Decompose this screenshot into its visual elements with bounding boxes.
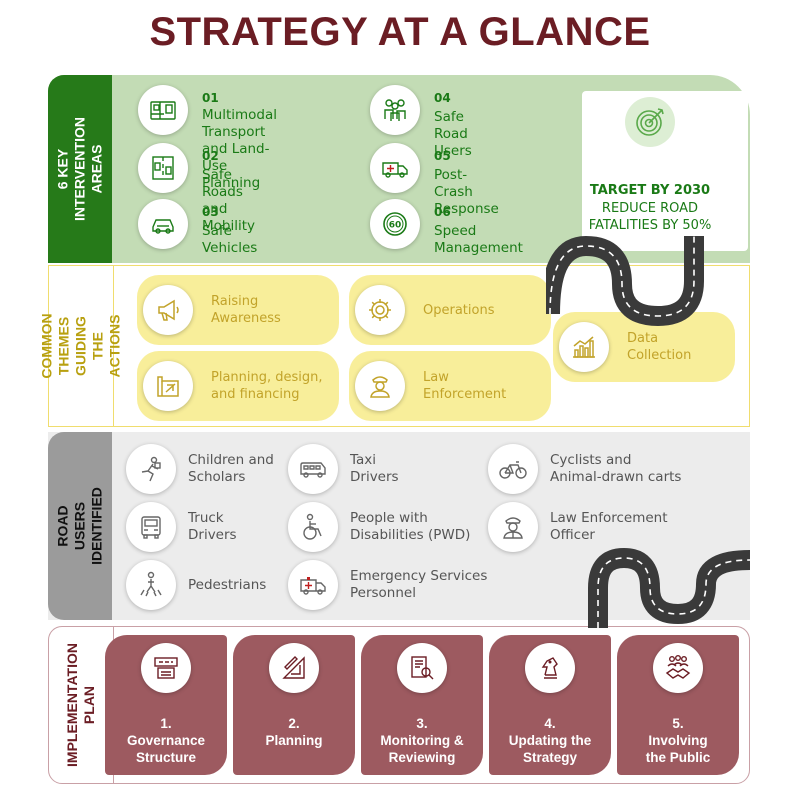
user-label: Truck Drivers	[188, 510, 237, 543]
theme-operations: Operations	[349, 275, 551, 345]
people-group-icon	[370, 85, 420, 135]
step-involving-public: 5. Involving the Public	[617, 635, 739, 775]
area-number: 03	[202, 205, 219, 219]
blueprint-icon	[143, 361, 193, 411]
gear-icon	[355, 285, 405, 335]
governance-board-icon	[141, 643, 191, 693]
user-label: People with Disabilities (PWD)	[350, 510, 471, 543]
document-magnifier-icon	[397, 643, 447, 693]
theme-label: Planning, design, and financing	[211, 370, 323, 402]
running-child-icon	[126, 444, 176, 494]
area-label: Safe Road Users	[434, 109, 472, 159]
common-themes-section: COMMON THEMES GUIDING THE ACTIONS Raisin…	[39, 265, 750, 427]
handshake-people-icon	[653, 643, 703, 693]
step-governance-structure: 1. Governance Structure	[105, 635, 227, 775]
user-label: Pedestrians	[188, 576, 267, 593]
bicycle-icon	[488, 444, 538, 494]
svg-text:60: 60	[389, 221, 402, 231]
pedestrian-crossing-icon	[126, 560, 176, 610]
road-lanes-icon	[138, 143, 188, 193]
bar-chart-icon	[559, 322, 609, 372]
user-label: Children and Scholars	[188, 452, 274, 485]
ambulance-icon	[370, 143, 420, 193]
implementation-side-label: IMPLEMENTATION PLAN	[64, 643, 97, 767]
city-map-icon	[138, 85, 188, 135]
theme-planning-design-financing: Planning, design, and financing	[137, 351, 339, 421]
theme-label: Data Collection	[627, 331, 692, 363]
theme-law-enforcement: Law Enforcement	[349, 351, 551, 421]
area-label: Post-Crash Response	[434, 167, 499, 217]
target-card: TARGET BY 2030 REDUCE ROAD FATALITIES BY…	[582, 91, 748, 251]
step-label: 2. Planning	[265, 716, 323, 748]
planning-ruler-icon	[269, 643, 319, 693]
step-updating-strategy: 4. Updating the Strategy	[489, 635, 611, 775]
area-number: 06	[434, 205, 451, 219]
minibus-taxi-icon	[288, 444, 338, 494]
intervention-side-label: 6 KEY INTERVENTION AREAS	[54, 117, 105, 221]
area-label: Speed Management	[434, 223, 523, 256]
step-label: 3. Monitoring & Reviewing	[380, 716, 464, 765]
area-number: 05	[434, 149, 451, 163]
user-label: Law Enforcement Officer	[550, 510, 668, 543]
area-number: 01	[202, 91, 219, 105]
page-title: STRATEGY AT A GLANCE	[149, 10, 651, 54]
area-label: Safe Roads and Mobility	[202, 167, 256, 234]
users-side-bar: ROAD USERS IDENTIFIED	[48, 432, 112, 620]
target-text: REDUCE ROAD FATALITIES BY 50%	[588, 201, 712, 233]
themes-side-label: COMMON THEMES GUIDING THE ACTIONS	[38, 313, 123, 379]
officer-icon	[488, 502, 538, 552]
megaphone-icon	[143, 285, 193, 335]
chess-knight-icon	[525, 643, 575, 693]
truck-icon	[126, 502, 176, 552]
step-label: 4. Updating the Strategy	[508, 716, 592, 765]
step-label: 1. Governance Structure	[126, 716, 206, 765]
step-planning: 2. Planning	[233, 635, 355, 775]
winding-road-upper	[546, 236, 704, 326]
step-monitoring-reviewing: 3. Monitoring & Reviewing	[361, 635, 483, 775]
target-title: TARGET BY 2030	[589, 183, 711, 198]
theme-label: Law Enforcement	[423, 370, 507, 402]
speed-limit-sign-icon: 60	[370, 199, 420, 249]
police-officer-icon	[355, 361, 405, 411]
area-number: 02	[202, 149, 219, 163]
theme-label: Raising Awareness	[211, 294, 281, 326]
theme-label: Operations	[423, 302, 495, 318]
area-label: Multimodal Transport and Land-Use Planni…	[202, 107, 278, 191]
users-side-label: ROAD USERS IDENTIFIED	[54, 487, 105, 565]
intervention-areas-section: 6 KEY INTERVENTION AREAS 01 Multimodal T…	[48, 75, 750, 263]
user-label: Cyclists and Animal-drawn carts	[550, 452, 682, 485]
user-label: Taxi Drivers	[350, 452, 399, 485]
theme-raising-awareness: Raising Awareness	[137, 275, 339, 345]
implementation-section: IMPLEMENTATION PLAN 1. Governance Struct…	[48, 626, 750, 784]
emergency-vehicle-icon	[288, 560, 338, 610]
road-users-section: ROAD USERS IDENTIFIED Children and Schol…	[48, 432, 750, 620]
intervention-side-bar: 6 KEY INTERVENTION AREAS	[48, 75, 112, 263]
car-icon	[138, 199, 188, 249]
area-label: Safe Vehicles	[202, 223, 258, 256]
step-label: 5. Involving the Public	[645, 716, 711, 765]
winding-road-lower	[588, 548, 750, 628]
user-label: Emergency Services Personnel	[350, 568, 488, 601]
themes-side-bar: COMMON THEMES GUIDING THE ACTIONS	[39, 266, 123, 426]
target-icon	[625, 97, 675, 147]
wheelchair-icon	[288, 502, 338, 552]
area-number: 04	[434, 91, 451, 105]
